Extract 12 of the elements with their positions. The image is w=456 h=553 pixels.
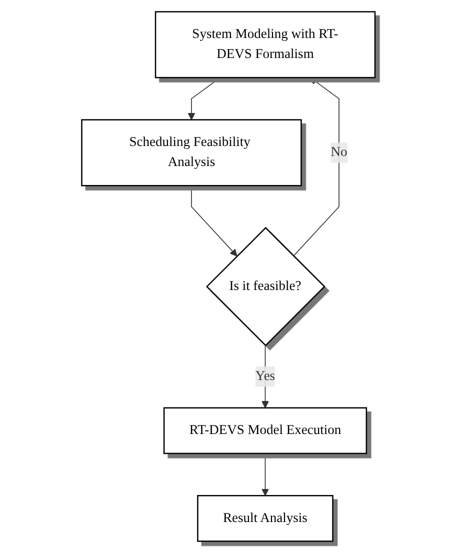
- node-box: System Modeling with RT-DEVS Formalism: [154, 11, 376, 78]
- node-diamond: Is it feasible?: [206, 226, 325, 346]
- arrow: [292, 77, 340, 256]
- arrow: [187, 77, 220, 120]
- arrow: [261, 453, 269, 496]
- node-box: RT-DEVS Model Execution: [163, 407, 367, 454]
- arrow: [190, 185, 237, 256]
- edge-label: Yes: [255, 369, 275, 384]
- edge-label: No: [330, 145, 347, 160]
- arrow: [261, 345, 269, 408]
- node-box: Result Analysis: [196, 495, 334, 542]
- node-box: Scheduling Feasibility Analysis: [80, 119, 302, 186]
